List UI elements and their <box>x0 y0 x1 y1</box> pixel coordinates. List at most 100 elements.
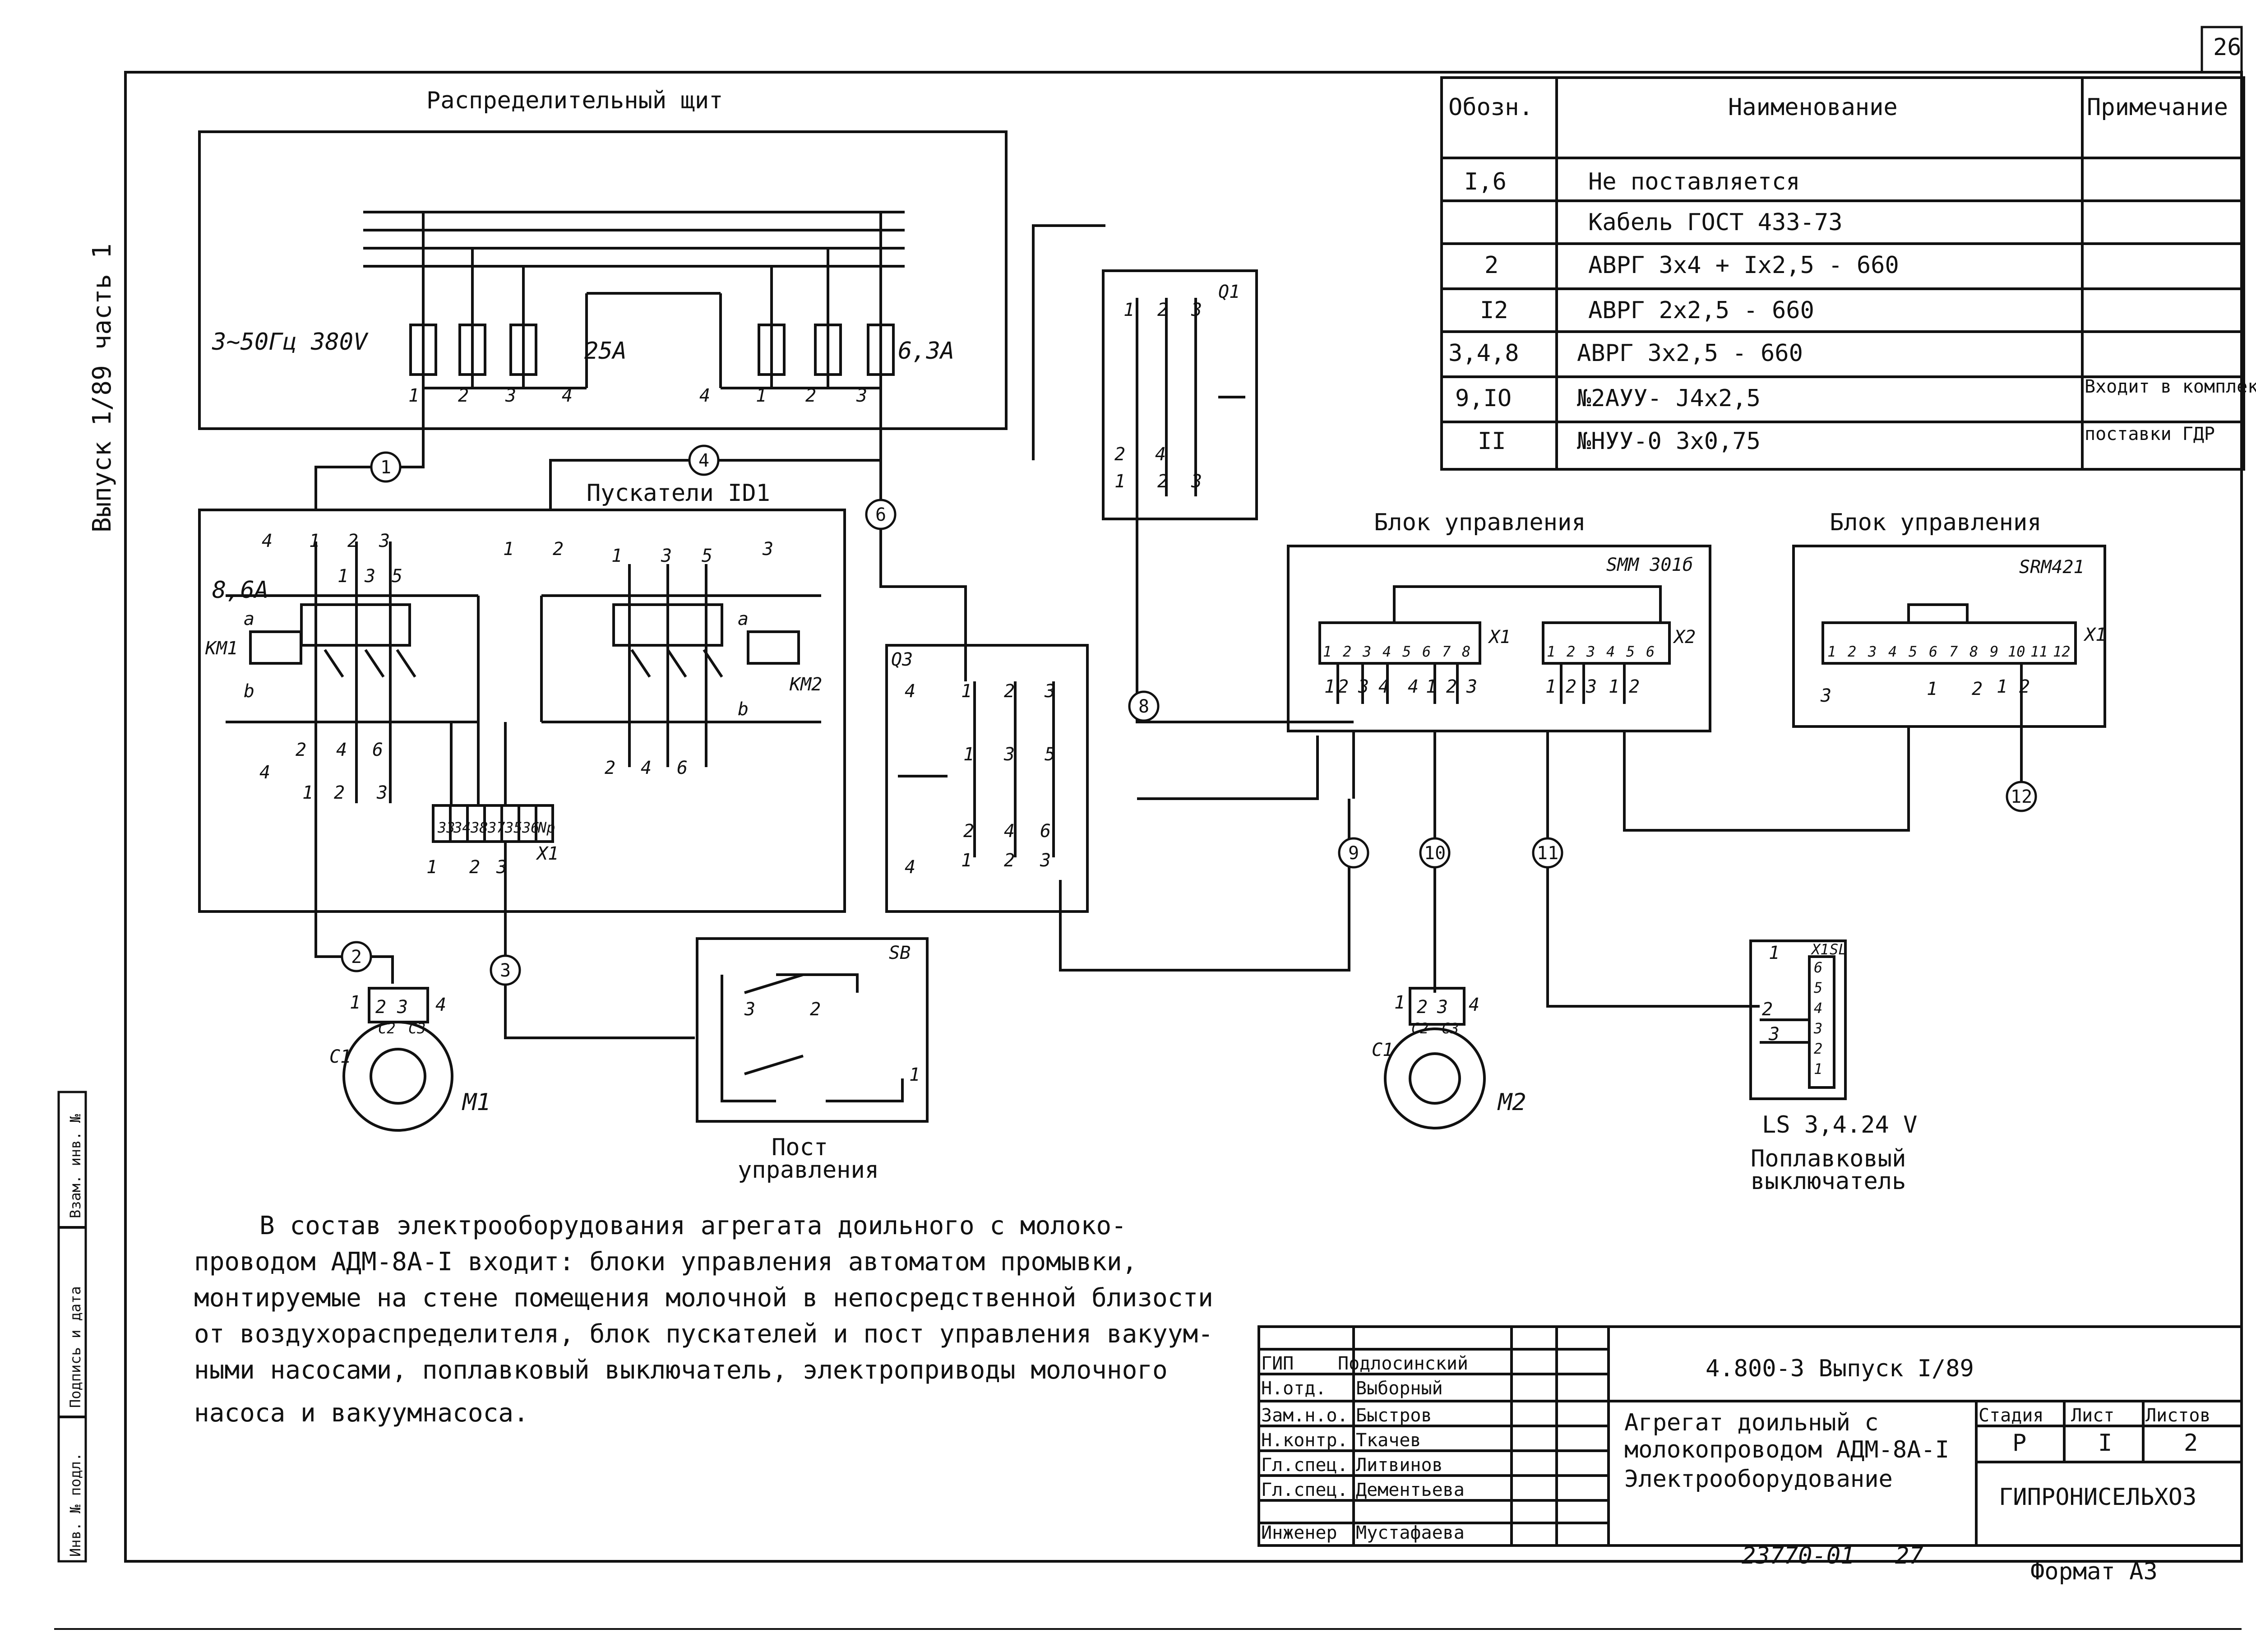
legend-header-note: Примечание <box>2087 94 2228 121</box>
q3-b4b: 4 <box>905 857 915 878</box>
smm-w1: 1 <box>1324 676 1335 697</box>
doc-code: 4.800-3 Выпуск I/89 <box>1706 1355 1974 1382</box>
q1-t3: 3 <box>1191 300 1202 320</box>
tb-wire-3: 3 <box>496 857 507 878</box>
smm-x1-label: X1 <box>1488 627 1511 648</box>
margin-issue: Выпуск 1/89 часть 1 <box>88 243 117 532</box>
q3-m3: 3 <box>1003 744 1015 765</box>
motor-m1-label: M1 <box>462 1089 491 1116</box>
tb-name-4: Ткачев <box>1356 1430 1421 1451</box>
legend-row-4-code: I2 <box>1480 297 1508 324</box>
smm-x1-c8: 8 <box>1462 643 1470 660</box>
m1-term-4: 4 <box>435 995 446 1015</box>
st-rm-1: 1 <box>611 546 622 566</box>
motor-m2-label: M2 <box>1497 1089 1526 1116</box>
smm-x1-c3: 3 <box>1362 643 1371 660</box>
fuse-r3 <box>867 324 895 376</box>
smm-w2: 2 <box>1338 676 1349 697</box>
smm-block-frame <box>1287 545 1711 732</box>
st-lm-3: 3 <box>364 566 375 587</box>
legend-row-7-note: поставки ГДР <box>2085 424 2215 444</box>
km1-coil <box>249 630 302 665</box>
q3-t4: 4 <box>905 681 915 702</box>
sb-label: SB <box>889 943 911 963</box>
motor-m1-inner <box>370 1048 426 1105</box>
legend-table-frame <box>1440 76 2245 471</box>
smm-x1-c1: 1 <box>1323 643 1331 660</box>
description-line-2: проводом АДМ-8А-I входит: блоки управлен… <box>194 1247 1137 1277</box>
doc-title-2: молокопроводом АДМ-8А-I <box>1624 1436 1949 1463</box>
smm-x2-w3: 3 <box>1586 676 1597 697</box>
motor-m1-outer <box>342 1021 453 1132</box>
km1-contact-b: b <box>244 681 254 702</box>
smm-x2-w1b: 1 <box>1609 676 1619 697</box>
srm-title: Блок управления <box>1830 509 2042 536</box>
sheet-frame <box>124 71 2243 1563</box>
q3-bb3: 3 <box>1040 850 1051 871</box>
post-label-1: Пост <box>772 1134 828 1161</box>
float-c6: 6 <box>1814 959 1822 976</box>
legend-row-6-note: Входит в комплект <box>2085 376 2256 397</box>
float-label-2: выключатель <box>1751 1168 1906 1195</box>
tb-role-5: Гл.спец. <box>1261 1455 1348 1476</box>
post-term-3: 3 <box>744 999 755 1020</box>
tb-role-2: Н.отд. <box>1261 1378 1327 1399</box>
legend-row-6-code: 9,IO <box>1455 385 1512 412</box>
km1-label: KM1 <box>205 638 238 659</box>
cable-marker-4 <box>688 444 720 476</box>
smm-x2-c1: 1 <box>1547 643 1555 660</box>
smm-x2-strip <box>1542 621 1671 665</box>
q3-b6: 6 <box>1040 821 1051 842</box>
tb-35: 35 <box>504 819 522 836</box>
srm-c5: 5 <box>1909 643 1917 660</box>
legend-row-1-code: I,6 <box>1464 168 1507 195</box>
smm-x1-c7: 7 <box>1442 643 1451 660</box>
float-tb: X1 <box>1811 941 1829 958</box>
tb-label: X1 <box>536 843 559 864</box>
srm-w2: 2 <box>1972 679 1983 699</box>
srm-x1-label: X1 <box>2083 625 2106 645</box>
cable-num-3: 3 <box>500 960 511 981</box>
legend-header-name: Наименование <box>1728 94 1898 121</box>
cable-marker-6 <box>865 499 897 530</box>
st-lm-5: 5 <box>392 566 402 587</box>
m2-term-3: 3 <box>1437 997 1448 1018</box>
st-lb-4: 4 <box>259 762 270 783</box>
smm-title: Блок управления <box>1374 509 1586 536</box>
km2-coil <box>747 630 800 665</box>
post-term-2: 2 <box>810 999 821 1020</box>
float-model: LS 3,4.24 V <box>1762 1111 1917 1138</box>
float-sl: SL <box>1830 941 1847 958</box>
m1-c1: C1 <box>329 1046 351 1067</box>
margin-cell-3: Взам. инв. № <box>67 1114 84 1218</box>
float-label-1: Поплавковый <box>1751 1145 1906 1172</box>
format-label: Формат А3 <box>2030 1558 2158 1585</box>
tb-role-3: Зам.н.о. <box>1261 1405 1348 1426</box>
description-line-4: от воздухораспределителя, блок пускателе… <box>194 1319 1213 1349</box>
cable-marker-8 <box>1128 690 1160 722</box>
srm-model: SRM421 <box>2019 557 2085 578</box>
smm-x1-strip <box>1318 621 1481 665</box>
cable-marker-9 <box>1338 837 1369 869</box>
st-lt-2: 2 <box>347 531 358 551</box>
fuse2-rating: 6,3A <box>898 338 954 365</box>
starters-frame <box>198 509 846 913</box>
board-term-l1: 1 <box>408 385 419 406</box>
stage-value: Р <box>2012 1430 2026 1457</box>
tb-wire-2: 2 <box>469 857 480 878</box>
km2-contact-a: a <box>738 609 749 629</box>
fuse1-rating: 25A <box>584 338 627 365</box>
float-switch-terminals <box>1808 955 1835 1089</box>
m1-term-3: 3 <box>397 997 408 1018</box>
cable-marker-11 <box>1532 837 1563 869</box>
legend-row-7-name: №НУУ-0 3х0,75 <box>1577 428 1761 455</box>
q1-b2: 2 <box>1114 444 1125 465</box>
st-rb-2: 2 <box>605 758 615 778</box>
cable-num-2: 2 <box>351 947 362 967</box>
float-c1: 1 <box>1814 1060 1822 1078</box>
relay-rating: 8,6A <box>212 577 268 604</box>
title-block-frame <box>1257 1325 2243 1547</box>
doc-title-1: Агрегат доильный с <box>1624 1409 1879 1436</box>
